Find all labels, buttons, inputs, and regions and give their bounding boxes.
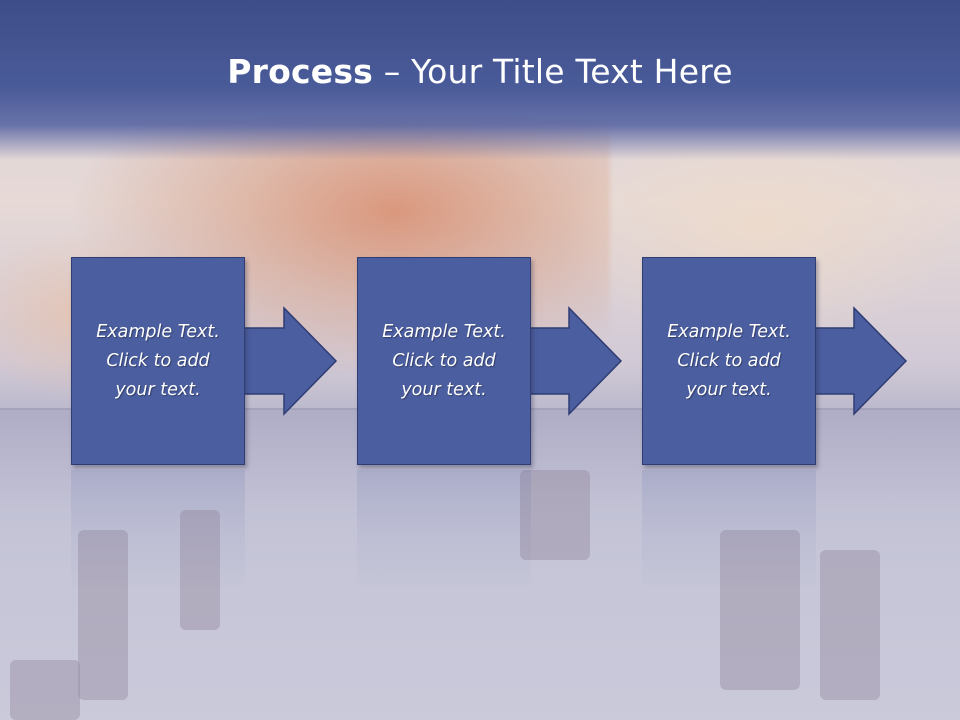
- step-text-line: Example Text.: [382, 321, 506, 342]
- breakwater-post: [720, 530, 800, 690]
- step-text-line: Click to add: [392, 350, 496, 371]
- step-reflection: [71, 470, 245, 590]
- step-text-line: Click to add: [677, 350, 781, 371]
- title-bar: [0, 0, 960, 160]
- step-text-line: your text.: [115, 379, 201, 400]
- step-text-line: Example Text.: [667, 321, 791, 342]
- arrow-right-icon: [238, 306, 338, 416]
- step-reflection: [357, 470, 531, 590]
- breakwater-post: [10, 660, 80, 720]
- breakwater-post: [520, 470, 590, 560]
- process-step-2[interactable]: Example Text. Click to add your text.: [357, 257, 531, 465]
- step-reflection: [642, 470, 816, 590]
- title-rest: – Your Title Text Here: [373, 52, 733, 91]
- process-step-3[interactable]: Example Text. Click to add your text.: [642, 257, 816, 465]
- slide-title[interactable]: Process – Your Title Text Here: [0, 52, 960, 91]
- process-step-1[interactable]: Example Text. Click to add your text.: [71, 257, 245, 465]
- step-text-line: your text.: [401, 379, 487, 400]
- breakwater-post: [820, 550, 880, 700]
- breakwater-post: [180, 510, 220, 630]
- breakwater-post: [78, 530, 128, 700]
- arrow-right-icon: [523, 306, 623, 416]
- step-text-line: your text.: [686, 379, 772, 400]
- arrow-right-icon: [808, 306, 908, 416]
- title-bold: Process: [227, 52, 374, 91]
- step-text-line: Click to add: [106, 350, 210, 371]
- step-text-line: Example Text.: [96, 321, 220, 342]
